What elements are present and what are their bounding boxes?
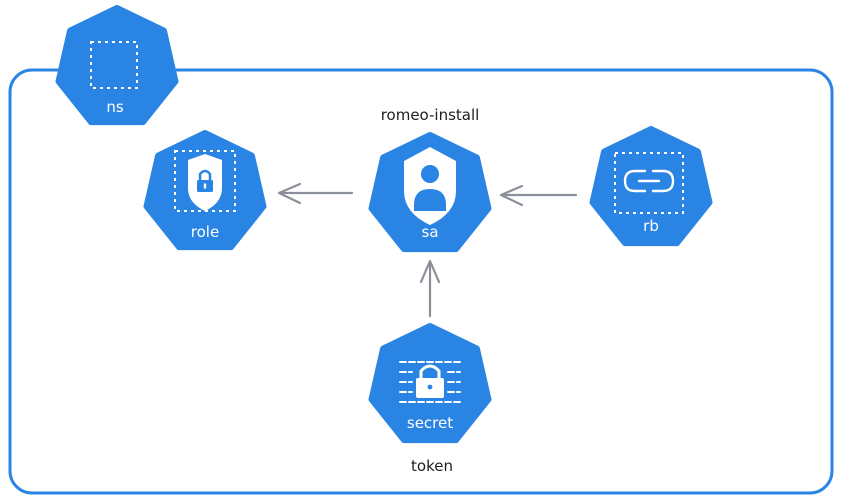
arrow-rb-to-sa xyxy=(499,184,578,207)
ns-node[interactable]: ns xyxy=(59,8,176,122)
rb-label: rb xyxy=(643,217,659,235)
secret-node[interactable]: secret xyxy=(372,326,489,440)
secret-label: secret xyxy=(407,414,453,432)
role-node[interactable]: role xyxy=(147,133,264,247)
role-binding-link-icon xyxy=(623,169,675,193)
sa-label: sa xyxy=(421,223,438,241)
sa-node[interactable]: sa xyxy=(372,135,489,249)
arrow-secret-to-sa xyxy=(419,259,441,318)
ns-label: ns xyxy=(106,98,124,116)
role-label: role xyxy=(191,223,219,241)
role-lock-icon xyxy=(188,154,222,211)
rb-node[interactable]: rb xyxy=(593,129,710,243)
namespace-icon xyxy=(90,41,138,89)
sa-caption: romeo-install xyxy=(381,106,480,124)
arrow-sa-to-role xyxy=(277,182,354,205)
service-account-icon xyxy=(404,147,456,225)
rb-frame-icon xyxy=(614,152,684,214)
secret-lock-icon xyxy=(399,361,461,403)
namespace-frame xyxy=(8,68,834,495)
secret-caption: token xyxy=(411,457,453,475)
